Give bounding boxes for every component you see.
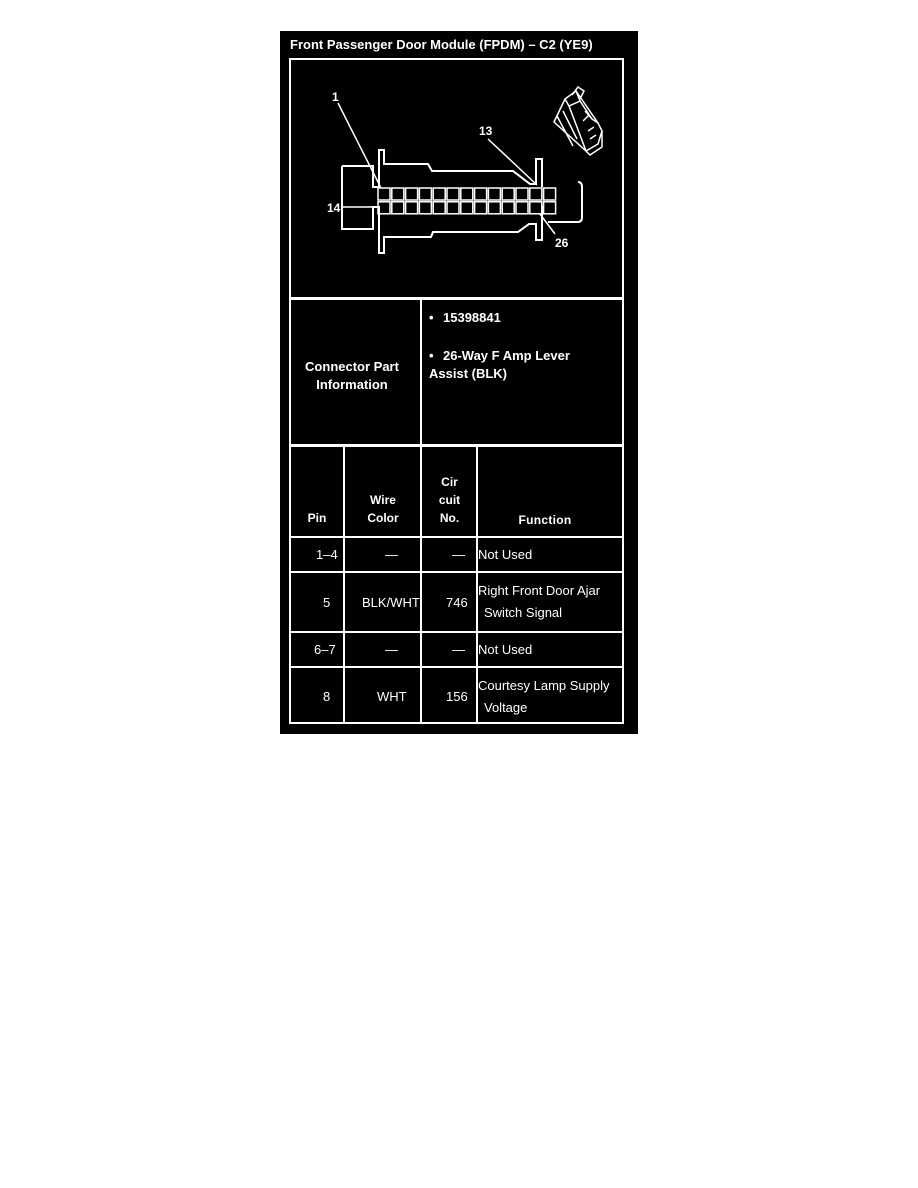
table-cell-circuit: 156 — [446, 689, 468, 704]
table-cell-function: Not Used — [478, 547, 533, 562]
pin-cavity — [473, 187, 488, 201]
table-cell-circuit: 746 — [446, 595, 468, 610]
table-cell-wire: WHT — [377, 689, 407, 704]
table-cell-circuit: — — [452, 642, 465, 657]
pin-label-26: 26 — [555, 236, 569, 250]
page-title: Front Passenger Door Module (FPDM) – C2 … — [290, 37, 593, 52]
pin-cavity — [529, 187, 543, 201]
pin-cavity — [432, 201, 446, 215]
connector-diagram: 1 13 14 26 — [289, 85, 624, 724]
table-cell-circuit: — — [452, 547, 465, 562]
pin-label-14: 14 — [327, 201, 341, 215]
pin-cavity — [377, 201, 391, 215]
table-cell-wire: BLK/WHT — [362, 595, 420, 610]
header-function: Function — [518, 513, 572, 527]
pin-label-13: 13 — [479, 124, 493, 138]
pin-cavity — [460, 201, 474, 215]
pin-cavity — [501, 201, 515, 215]
bullet-icon: • — [429, 348, 434, 363]
part-number-bullet: •15398841 — [429, 310, 501, 325]
table-cell-pin: 5 — [323, 595, 331, 610]
table-cell-pin: 6–7 — [314, 642, 336, 657]
pin-cavity — [446, 187, 460, 201]
table-cell-function: Courtesy Lamp Supply Voltage — [478, 678, 610, 715]
table-cell-pin: 8 — [323, 689, 331, 704]
table-cell-wire: — — [385, 547, 398, 562]
table-cell-function: Right Front Door Ajar Switch Signal — [478, 583, 601, 620]
pinout-table-frame — [289, 445, 624, 724]
connector-type-bullet-cont: Assist (BLK) — [429, 366, 508, 381]
connector-part-info-label: Connector Part Information — [305, 359, 399, 392]
pin-cavity — [377, 187, 391, 201]
connector-panel: Front Passenger Door Module (FPDM) – C2 … — [280, 31, 638, 734]
connector-type-bullet: •26-Way F Amp Lever — [429, 348, 570, 363]
pin-cavity — [473, 201, 488, 215]
header-circuit-no: Cir cuit No. — [438, 475, 461, 525]
pin-cavity — [391, 187, 405, 201]
table-cell-wire: — — [385, 642, 398, 657]
pin-cavity — [460, 187, 474, 201]
pin-cavity — [418, 187, 433, 201]
table-cell-pin: 1–4 — [316, 547, 338, 562]
pin-cavity — [404, 187, 419, 201]
table-cell-function: Not Used — [478, 642, 533, 657]
pin-cavity — [487, 187, 502, 201]
connector-perspective-icon — [553, 85, 603, 156]
pin-cavity — [418, 201, 433, 215]
pin-cavity — [515, 187, 529, 201]
pin-cavity — [542, 201, 557, 215]
leader-lines — [337, 102, 556, 235]
pin-cavity — [501, 187, 515, 201]
pin-cavity — [391, 201, 405, 215]
pin-label-1: 1 — [332, 90, 339, 104]
pin-cavity — [487, 201, 502, 215]
pin-cavity — [515, 201, 529, 215]
pin-cavity — [542, 187, 557, 201]
header-wire-color: Wire Color — [367, 493, 399, 525]
pin-cavity — [432, 187, 446, 201]
pin-cavity — [404, 201, 419, 215]
pin-cavity — [529, 201, 543, 215]
bullet-icon: • — [429, 310, 434, 325]
pin-cavity — [446, 201, 460, 215]
header-pin: Pin — [307, 511, 327, 525]
